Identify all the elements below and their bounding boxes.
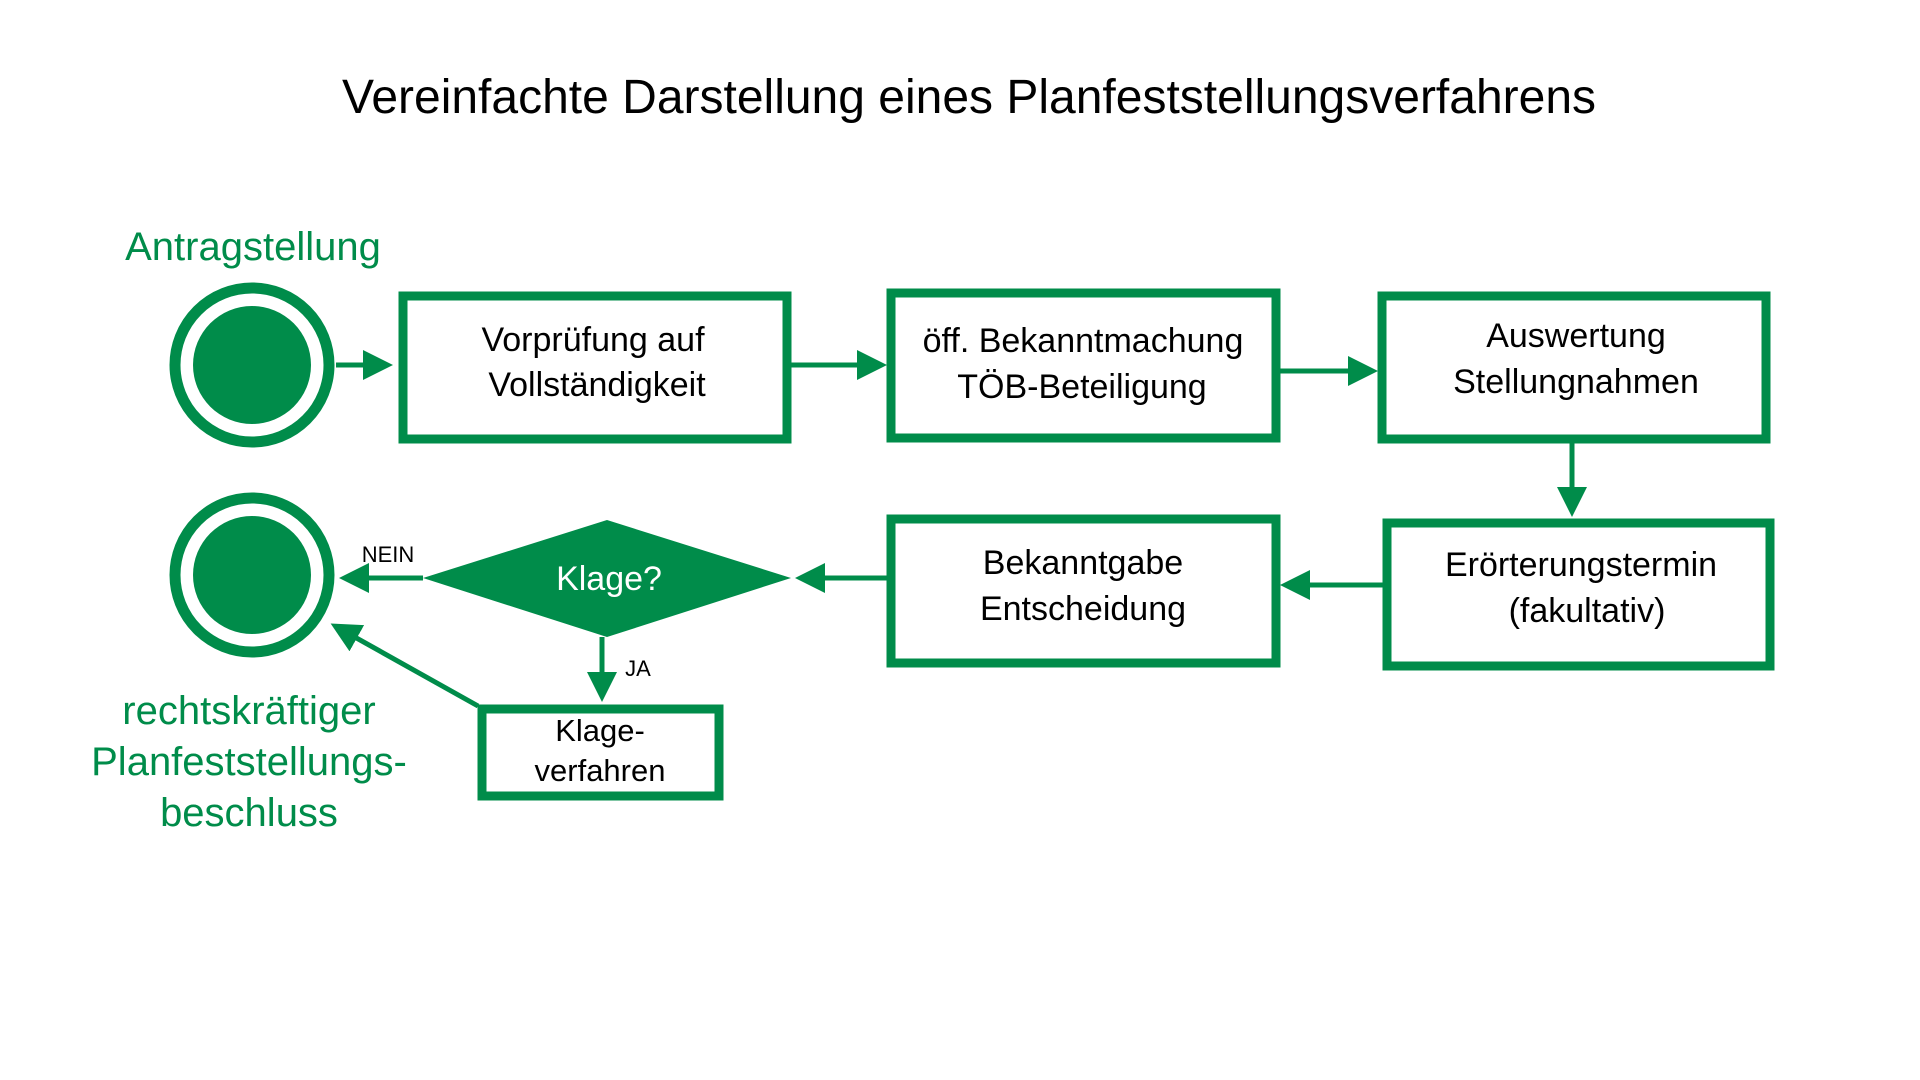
step-eroerterung <box>1382 518 1775 671</box>
end-node <box>169 492 335 658</box>
decision-yes-label: JA <box>625 656 651 681</box>
step-vorpruefung <box>398 291 792 444</box>
auswertung-line1: Auswertung <box>1486 317 1666 355</box>
bekanntmachung-line1: öff. Bekanntmachung <box>923 322 1244 360</box>
step-bekanntmachung <box>886 288 1281 443</box>
eroerterung-line1: Erörterungstermin <box>1445 546 1717 584</box>
decision-label: Klage? <box>556 560 662 598</box>
step-bekanntgabe <box>886 514 1281 668</box>
bekanntgabe-line2: Entscheidung <box>980 590 1186 628</box>
end-label-line1: rechtskräftiger <box>122 689 375 733</box>
bekanntmachung-line2: TÖB-Beteiligung <box>957 368 1206 406</box>
end-label-line3: beschluss <box>160 791 338 835</box>
connectors <box>330 350 1587 709</box>
decision-no-label: NEIN <box>362 542 415 567</box>
page-title: Vereinfachte Darstellung eines Planfests… <box>342 71 1596 124</box>
klageverfahren-line2: verfahren <box>535 753 666 788</box>
vorpruefung-line2: Vollständigkeit <box>488 366 706 404</box>
step-auswertung <box>1377 291 1771 444</box>
end-label-line2: Planfeststellungs- <box>91 740 407 784</box>
arrow-klageverfahren-to-end <box>330 623 480 709</box>
klageverfahren-line1: Klage- <box>555 713 645 748</box>
step-klageverfahren <box>477 704 724 801</box>
decision-klage <box>423 520 791 637</box>
auswertung-line2: Stellungnahmen <box>1453 363 1699 401</box>
vorpruefung-line1: Vorprüfung auf <box>481 321 705 359</box>
bekanntgabe-line1: Bekanntgabe <box>983 544 1183 582</box>
eroerterung-line2: (fakultativ) <box>1509 592 1666 630</box>
start-node <box>169 282 335 448</box>
start-label: Antragstellung <box>125 225 381 269</box>
